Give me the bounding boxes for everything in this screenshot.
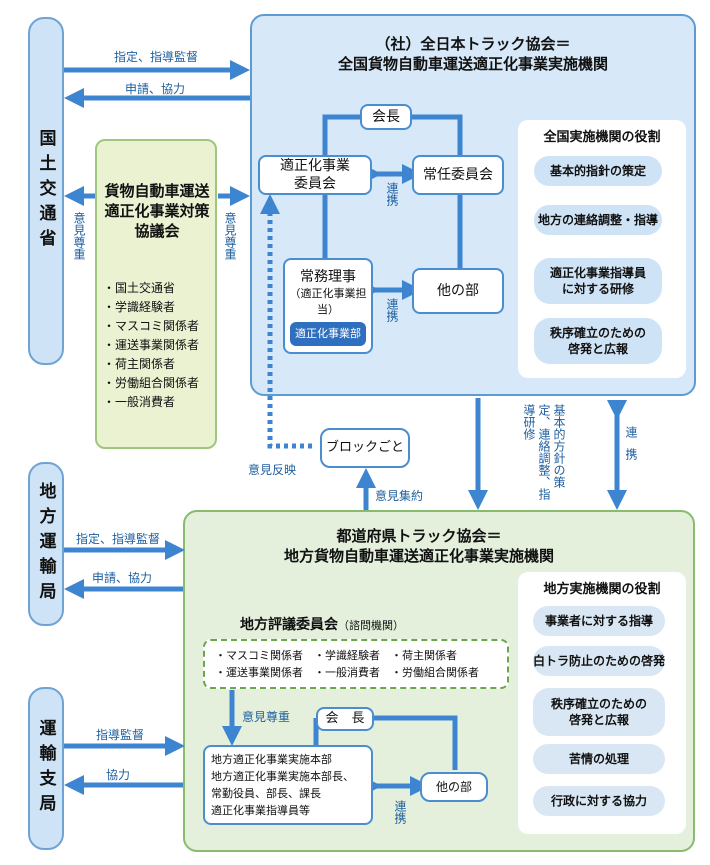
local-members-row2: ・運送事業関係者 ・一般消費者 ・労働組合関係者	[215, 666, 479, 679]
council-member: ・一般消費者	[103, 395, 176, 409]
council-member: ・マスコミ関係者	[103, 319, 200, 333]
council-member: ・労働組合関係者	[103, 376, 200, 390]
other-dept-box: 他の部	[412, 268, 504, 314]
mlit-label: 国土交通省	[35, 128, 56, 254]
local-council-members: ・マスコミ関係者 ・学識経験者 ・荷主関係者 ・運送事業関係者 ・一般消費者 ・…	[203, 639, 509, 689]
national-role-4: 秩序確立のための啓発と広報	[534, 318, 662, 364]
dept-badge: 適正化事業部	[290, 322, 366, 346]
regional-role-5: 行政に対する協力	[533, 786, 665, 816]
label-branch-cooperate: 協力	[106, 768, 131, 782]
label-link3: 連携	[393, 800, 407, 824]
label-link2: 連携	[385, 298, 399, 322]
council-member: ・荷主関係者	[103, 357, 176, 371]
mlit-pill: 国土交通省	[28, 17, 64, 365]
national-title: （社）全日本トラック協会＝ 全国貨物自動車運送適正化事業実施機関	[250, 34, 696, 74]
local-council-note: （諮問機関）	[338, 619, 404, 632]
director-note: （適正化事業担当）	[289, 287, 367, 316]
label-branch-guidance: 指導監督	[96, 728, 145, 742]
council-member: ・運送事業関係者	[103, 338, 200, 352]
council-title: 貨物自動車運送適正化事業対策協議会	[104, 182, 210, 240]
council-members: ・国土交通省 ・学識経験者 ・マスコミ関係者 ・運送事業関係者 ・荷主関係者 ・…	[103, 279, 217, 412]
regional-roles-title: 地方実施機関の役割	[543, 582, 661, 597]
national-role-2: 地方の連絡調整・指導	[534, 205, 662, 235]
national-roles-title: 全国実施機関の役割	[543, 130, 661, 145]
local-hq-box: 地方適正化事業実施本部 地方適正化事業実施本部長、 常勤役員、部長、課長 適正化…	[203, 745, 373, 825]
director-label: 常務理事	[300, 269, 356, 285]
regional-bureau-pill: 地方運輸局	[28, 462, 64, 626]
committee-label: 適正化事業委員会	[280, 158, 350, 192]
national-chairman: 会長	[360, 104, 412, 130]
national-role-1: 基本的指針の策定	[534, 156, 662, 186]
hq-line: 地方適正化事業実施本部	[211, 753, 332, 766]
national-title-line2: 全国貨物自動車運送適正化事業実施機関	[337, 55, 608, 73]
national-title-line1: （社）全日本トラック協会＝	[375, 35, 571, 53]
hq-line: 地方適正化事業実施本部長、	[211, 770, 354, 783]
committee-box: 適正化事業委員会	[258, 155, 372, 195]
hq-line: 適正化事業指導員等	[211, 804, 310, 817]
council-member: ・学識経験者	[103, 300, 176, 314]
branch-office-label: 運輸支局	[35, 718, 56, 819]
label-regional-designate: 指定、指導監督	[76, 532, 161, 546]
label-opinion-gather: 意見集約	[375, 489, 424, 503]
regional-role-1: 事業者に対する指導	[533, 606, 665, 636]
block-box: ブロックごと	[320, 428, 410, 468]
local-chairman: 会 長	[316, 707, 374, 731]
label-respect-right: 意見尊重	[223, 212, 237, 260]
label-link1: 連携	[385, 182, 399, 206]
regional-role-2: 白トラ防止のための啓発	[533, 646, 665, 676]
label-cooperation-main: 連携	[624, 426, 638, 470]
hq-line: 常勤役員、部長、課長	[211, 787, 321, 800]
regional-title: 都道府県トラック協会＝ 地方貨物自動車運送適正化事業実施機関	[183, 526, 695, 566]
national-role-3: 適正化事業指導員に対する研修	[534, 258, 662, 304]
label-apply: 申請、協力	[125, 82, 186, 96]
local-other-dept: 他の部	[420, 772, 488, 802]
label-regional-apply: 申請、協力	[92, 571, 153, 585]
local-members-row1: ・マスコミ関係者 ・学識経験者 ・荷主関係者	[215, 649, 457, 662]
label-opinion-reflect: 意見反映	[248, 463, 297, 477]
label-respect-left: 意見尊重	[72, 212, 86, 260]
council-box: 貨物自動車運送適正化事業対策協議会 ・国土交通省 ・学識経験者 ・マスコミ関係者…	[95, 139, 217, 449]
label-respect-local: 意見尊重	[242, 710, 291, 724]
regional-title-line1: 都道府県トラック協会＝	[336, 527, 502, 545]
tree-chair-right	[412, 114, 463, 155]
regional-bureau-label: 地方運輸局	[35, 481, 56, 607]
local-council-title: 地方評議委員会	[240, 617, 338, 633]
director-box: 常務理事 （適正化事業担当） 適正化事業部	[283, 258, 373, 354]
regional-role-4: 苦情の処理	[533, 744, 665, 774]
path-opinion-reflect	[260, 194, 312, 449]
label-designate: 指定、指導監督	[114, 50, 199, 64]
branch-office-pill: 運輸支局	[28, 687, 64, 850]
label-policy-guidance: 基本的方針の策定、連絡調整、指導研修	[522, 404, 566, 500]
local-council-heading: 地方評議委員会（諮問機関）	[240, 614, 404, 634]
regional-title-line2: 地方貨物自動車運送適正化事業実施機関	[283, 547, 554, 565]
standing-committee-box: 常任委員会	[412, 155, 504, 195]
tree-local-chair-other	[374, 715, 458, 770]
tree-chair-left	[322, 114, 360, 155]
council-member: ・国土交通省	[103, 281, 176, 295]
regional-role-3: 秩序確立のための啓発と広報	[533, 688, 665, 736]
